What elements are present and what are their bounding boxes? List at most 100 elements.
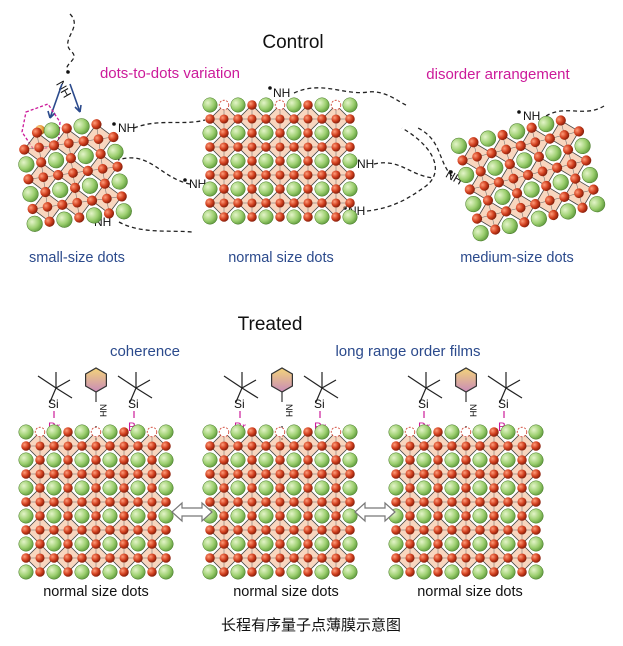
red-center-sphere xyxy=(247,142,257,152)
green-cation-sphere xyxy=(202,153,218,169)
red-halide-sphere xyxy=(105,441,115,451)
red-center-sphere xyxy=(517,525,527,535)
benzene-ring: NH xyxy=(455,367,478,440)
green-cation-sphere xyxy=(46,564,62,580)
red-halide-sphere xyxy=(503,441,513,451)
red-center-sphere xyxy=(34,142,44,153)
red-halide-sphere xyxy=(133,469,143,479)
green-cation-sphere xyxy=(81,177,98,194)
red-halide-sphere xyxy=(475,497,485,507)
red-halide-sphere xyxy=(91,119,102,130)
red-center-sphere xyxy=(303,497,313,507)
green-cation-sphere xyxy=(258,209,274,225)
red-center-sphere xyxy=(489,525,499,535)
red-center-sphere xyxy=(433,525,443,535)
red-center-sphere xyxy=(147,525,157,535)
nh-label: NH xyxy=(468,404,478,417)
green-cation-sphere xyxy=(416,480,432,496)
red-halide-sphere xyxy=(49,553,59,563)
red-halide-sphere xyxy=(405,455,415,465)
green-cation-sphere xyxy=(444,508,460,524)
red-halide-sphere xyxy=(91,567,101,577)
red-halide-sphere xyxy=(289,114,299,124)
green-cation-sphere xyxy=(444,536,460,552)
red-halide-sphere xyxy=(544,133,555,144)
red-halide-sphere xyxy=(303,100,313,110)
red-halide-sphere xyxy=(391,553,401,563)
red-center-sphere xyxy=(405,469,415,479)
red-halide-sphere xyxy=(522,169,534,181)
green-cation-sphere xyxy=(388,424,404,440)
red-halide-sphere xyxy=(345,469,355,479)
green-cation-sphere xyxy=(314,209,330,225)
green-cation-sphere xyxy=(500,480,516,496)
red-halide-sphere xyxy=(116,191,127,202)
green-cation-sphere xyxy=(342,181,358,197)
red-halide-sphere xyxy=(119,539,129,549)
red-halide-sphere xyxy=(247,212,257,222)
red-halide-sphere xyxy=(317,441,327,451)
green-cation-sphere xyxy=(286,564,302,580)
red-halide-sphere xyxy=(517,455,527,465)
red-halide-sphere xyxy=(503,497,513,507)
red-halide-sphere xyxy=(63,483,73,493)
vacancy-site xyxy=(460,426,472,438)
red-center-sphere xyxy=(247,553,257,563)
red-halide-sphere xyxy=(91,455,101,465)
red-center-sphere xyxy=(219,441,229,451)
red-halide-sphere xyxy=(447,497,457,507)
red-center-sphere xyxy=(303,198,313,208)
green-cation-sphere xyxy=(500,452,516,468)
red-center-sphere xyxy=(247,469,257,479)
green-cation-sphere xyxy=(472,564,488,580)
red-halide-sphere xyxy=(261,114,271,124)
green-cation-sphere xyxy=(230,97,246,113)
green-cation-sphere xyxy=(581,166,598,184)
red-halide-sphere xyxy=(482,195,494,206)
red-halide-sphere xyxy=(419,497,429,507)
red-halide-sphere xyxy=(205,553,215,563)
red-halide-sphere xyxy=(531,469,541,479)
red-halide-sphere xyxy=(275,567,285,577)
trimethylsilyl-group: SiBr xyxy=(117,372,153,434)
red-halide-sphere xyxy=(261,525,271,535)
ligand-nh-normal-top: NH xyxy=(273,86,290,100)
red-halide-sphere xyxy=(303,539,313,549)
red-halide-sphere xyxy=(317,114,327,124)
red-halide-sphere xyxy=(303,567,313,577)
red-halide-sphere xyxy=(69,182,81,193)
green-cation-sphere xyxy=(130,424,146,440)
green-cation-sphere xyxy=(472,536,488,552)
long-range-order-label: long range order films xyxy=(335,343,480,360)
red-center-sphere xyxy=(147,497,157,507)
red-center-sphere xyxy=(489,441,499,451)
disorder-arrangement-label: disorder arrangement xyxy=(426,66,570,83)
green-cation-sphere xyxy=(416,508,432,524)
red-halide-sphere xyxy=(49,525,59,535)
red-halide-sphere xyxy=(419,553,429,563)
red-halide-sphere xyxy=(461,483,471,493)
green-cation-sphere xyxy=(230,424,246,440)
red-center-sphere xyxy=(247,441,257,451)
red-halide-sphere xyxy=(261,469,271,479)
red-center-sphere xyxy=(331,441,341,451)
red-halide-sphere xyxy=(493,177,504,188)
red-center-sphere xyxy=(219,170,229,180)
vacancy-site xyxy=(146,426,158,438)
red-center-sphere xyxy=(331,142,341,152)
medium-size-dot xyxy=(450,115,606,242)
green-cation-sphere xyxy=(74,564,90,580)
benzene-ring: NH xyxy=(271,367,294,440)
dots-variation-label: dots-to-dots variation xyxy=(100,65,240,82)
green-cation-sphere xyxy=(528,424,544,440)
red-halide-sphere xyxy=(205,114,215,124)
green-cation-sphere xyxy=(230,508,246,524)
red-halide-sphere xyxy=(108,131,119,143)
red-halide-sphere xyxy=(475,166,486,177)
green-cation-sphere xyxy=(286,153,302,169)
red-halide-sphere xyxy=(475,441,485,451)
red-halide-sphere xyxy=(133,525,143,535)
red-halide-sphere xyxy=(275,539,285,549)
green-cation-sphere xyxy=(202,564,218,580)
red-center-sphere xyxy=(219,497,229,507)
